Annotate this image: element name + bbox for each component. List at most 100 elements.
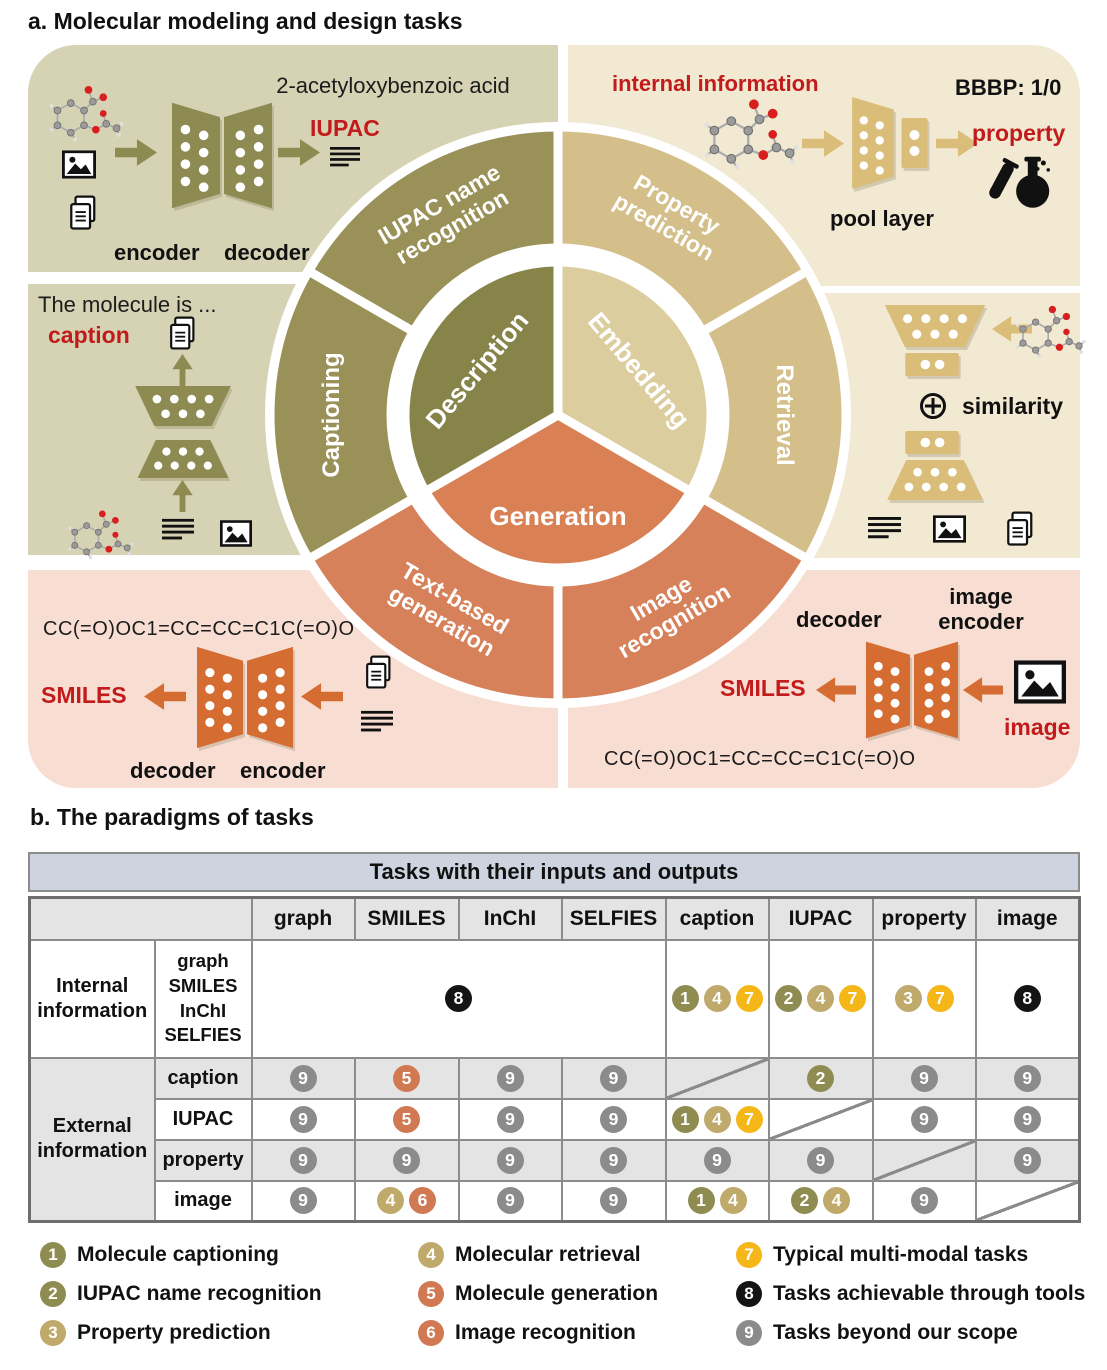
section-a-title: a. Molecular modeling and design tasks [28, 8, 463, 34]
arrow-left-icon [301, 683, 343, 710]
cell-image-graph: 9 [250, 1179, 356, 1223]
molecule-name: 2-acetyloxybenzoic acid [276, 73, 510, 98]
task-badge-4: 4 [823, 1187, 850, 1215]
embedding-bar [905, 353, 959, 376]
panel-retrieval: similarity [770, 293, 1080, 558]
encoder-trapezoid [884, 460, 986, 500]
decoder-trapezoid [132, 386, 234, 426]
image-icon [1014, 660, 1066, 704]
smiles-output-label: SMILES [720, 675, 806, 701]
image-encoder-line2: encoder [938, 609, 1024, 635]
task-badge-4: 4 [418, 1242, 444, 1268]
sector-description [400, 257, 563, 496]
image-encoder-line1: image [949, 584, 1013, 609]
row-label-property: property [153, 1138, 253, 1182]
task-paradigm-table: Tasks with their inputs and outputs grap… [28, 852, 1081, 1223]
document-icon [168, 316, 197, 351]
image-icon [933, 515, 966, 543]
column-header-IUPAC: IUPAC [767, 896, 874, 941]
task-badge-9: 9 [736, 1320, 762, 1346]
cell-image-SELFIES: 9 [560, 1179, 667, 1223]
table-corner [28, 896, 253, 941]
internal-information-label: internal information [612, 71, 819, 96]
row-label-image: image [153, 1179, 253, 1223]
task-badge-2: 2 [40, 1281, 66, 1307]
task-badge-9: 9 [496, 1146, 524, 1174]
row-label-internal: graph SMILES InChI SELFIES [153, 938, 253, 1059]
cell-caption-SELFIES: 9 [560, 1056, 667, 1100]
property-output-label: property [972, 120, 1066, 146]
caption-example-text: The molecule is ... [38, 292, 217, 317]
task-badge-4: 4 [703, 1105, 731, 1133]
legend-label-7: Typical multi-modal tasks [773, 1243, 1029, 1266]
encoder-trapezoid [247, 645, 293, 750]
text-lines-icon [868, 514, 901, 543]
task-badge-1: 1 [671, 985, 699, 1012]
task-badge-8: 8 [736, 1281, 762, 1307]
cell-image-image [974, 1179, 1081, 1223]
cell-property-caption: 9 [664, 1138, 770, 1182]
task-badge-9: 9 [910, 1064, 938, 1092]
task-badge-5: 5 [393, 1105, 420, 1133]
cell-IUPAC-property: 9 [871, 1097, 977, 1141]
table-title: Tasks with their inputs and outputs [28, 852, 1080, 892]
image-icon [62, 150, 96, 179]
molecule-graphic [68, 506, 134, 561]
circled-plus-icon [918, 391, 948, 421]
molecule-graphic [705, 93, 799, 172]
task-badge-4: 4 [719, 1187, 747, 1215]
task-badge-7: 7 [839, 985, 866, 1012]
arrow-left-icon [816, 677, 856, 703]
task-badge-6: 6 [418, 1320, 444, 1346]
legend-label-6: Image recognition [455, 1321, 636, 1344]
task-badge-9: 9 [600, 1146, 627, 1174]
cell-IUPAC-SMILES: 5 [353, 1097, 460, 1141]
smiles-formula: CC(=O)OC1=CC=CC=C1C(=O)O [43, 618, 355, 640]
task-badge-9: 9 [289, 1105, 317, 1133]
cell-property-IUPAC: 9 [767, 1138, 874, 1182]
task-badge-4: 4 [377, 1187, 404, 1215]
cell-IUPAC-InChI: 9 [457, 1097, 563, 1141]
task-badge-2: 2 [791, 1187, 818, 1215]
cell-property-graph: 9 [250, 1138, 356, 1182]
decoder-label: decoder [130, 758, 216, 783]
legend-item-6: 6 Image recognition [418, 1320, 736, 1346]
task-badge-9: 9 [289, 1064, 317, 1092]
column-header-SMILES: SMILES [353, 896, 460, 941]
arrow-left-icon [144, 683, 186, 710]
task-badge-9: 9 [600, 1187, 627, 1215]
task-badge-1: 1 [40, 1242, 66, 1268]
pool-layer-label: pool layer [830, 206, 934, 231]
row-label-IUPAC: IUPAC [153, 1097, 253, 1141]
encoder-trapezoid [172, 102, 220, 209]
cell-caption-SMILES: 5 [353, 1056, 460, 1100]
task-badge-6: 6 [409, 1187, 436, 1215]
task-badge-9: 9 [600, 1064, 627, 1092]
decoder-label: decoder [796, 607, 882, 632]
cell-IUPAC-SELFIES: 9 [560, 1097, 667, 1141]
task-badge-9: 9 [910, 1187, 938, 1215]
task-badge-9: 9 [496, 1105, 524, 1133]
arrow-right-icon [802, 130, 844, 157]
bbbp-value: BBBP: 1/0 [955, 75, 1062, 100]
cell-caption-caption [664, 1056, 770, 1100]
encoder-label: encoder [114, 240, 200, 265]
task-badge-7: 7 [926, 985, 954, 1012]
panel-iupac-recognition: 2-acetyloxybenzoic acid IUPAC encoder de… [28, 45, 558, 272]
flask-icon [985, 153, 1057, 210]
cell-property-SMILES: 9 [353, 1138, 460, 1182]
arrow-up-icon [169, 354, 196, 386]
smiles-output-label: SMILES [41, 682, 127, 708]
task-badge-9: 9 [910, 1105, 938, 1133]
task-badge-2: 2 [807, 1064, 834, 1092]
similarity-label: similarity [962, 393, 1063, 419]
